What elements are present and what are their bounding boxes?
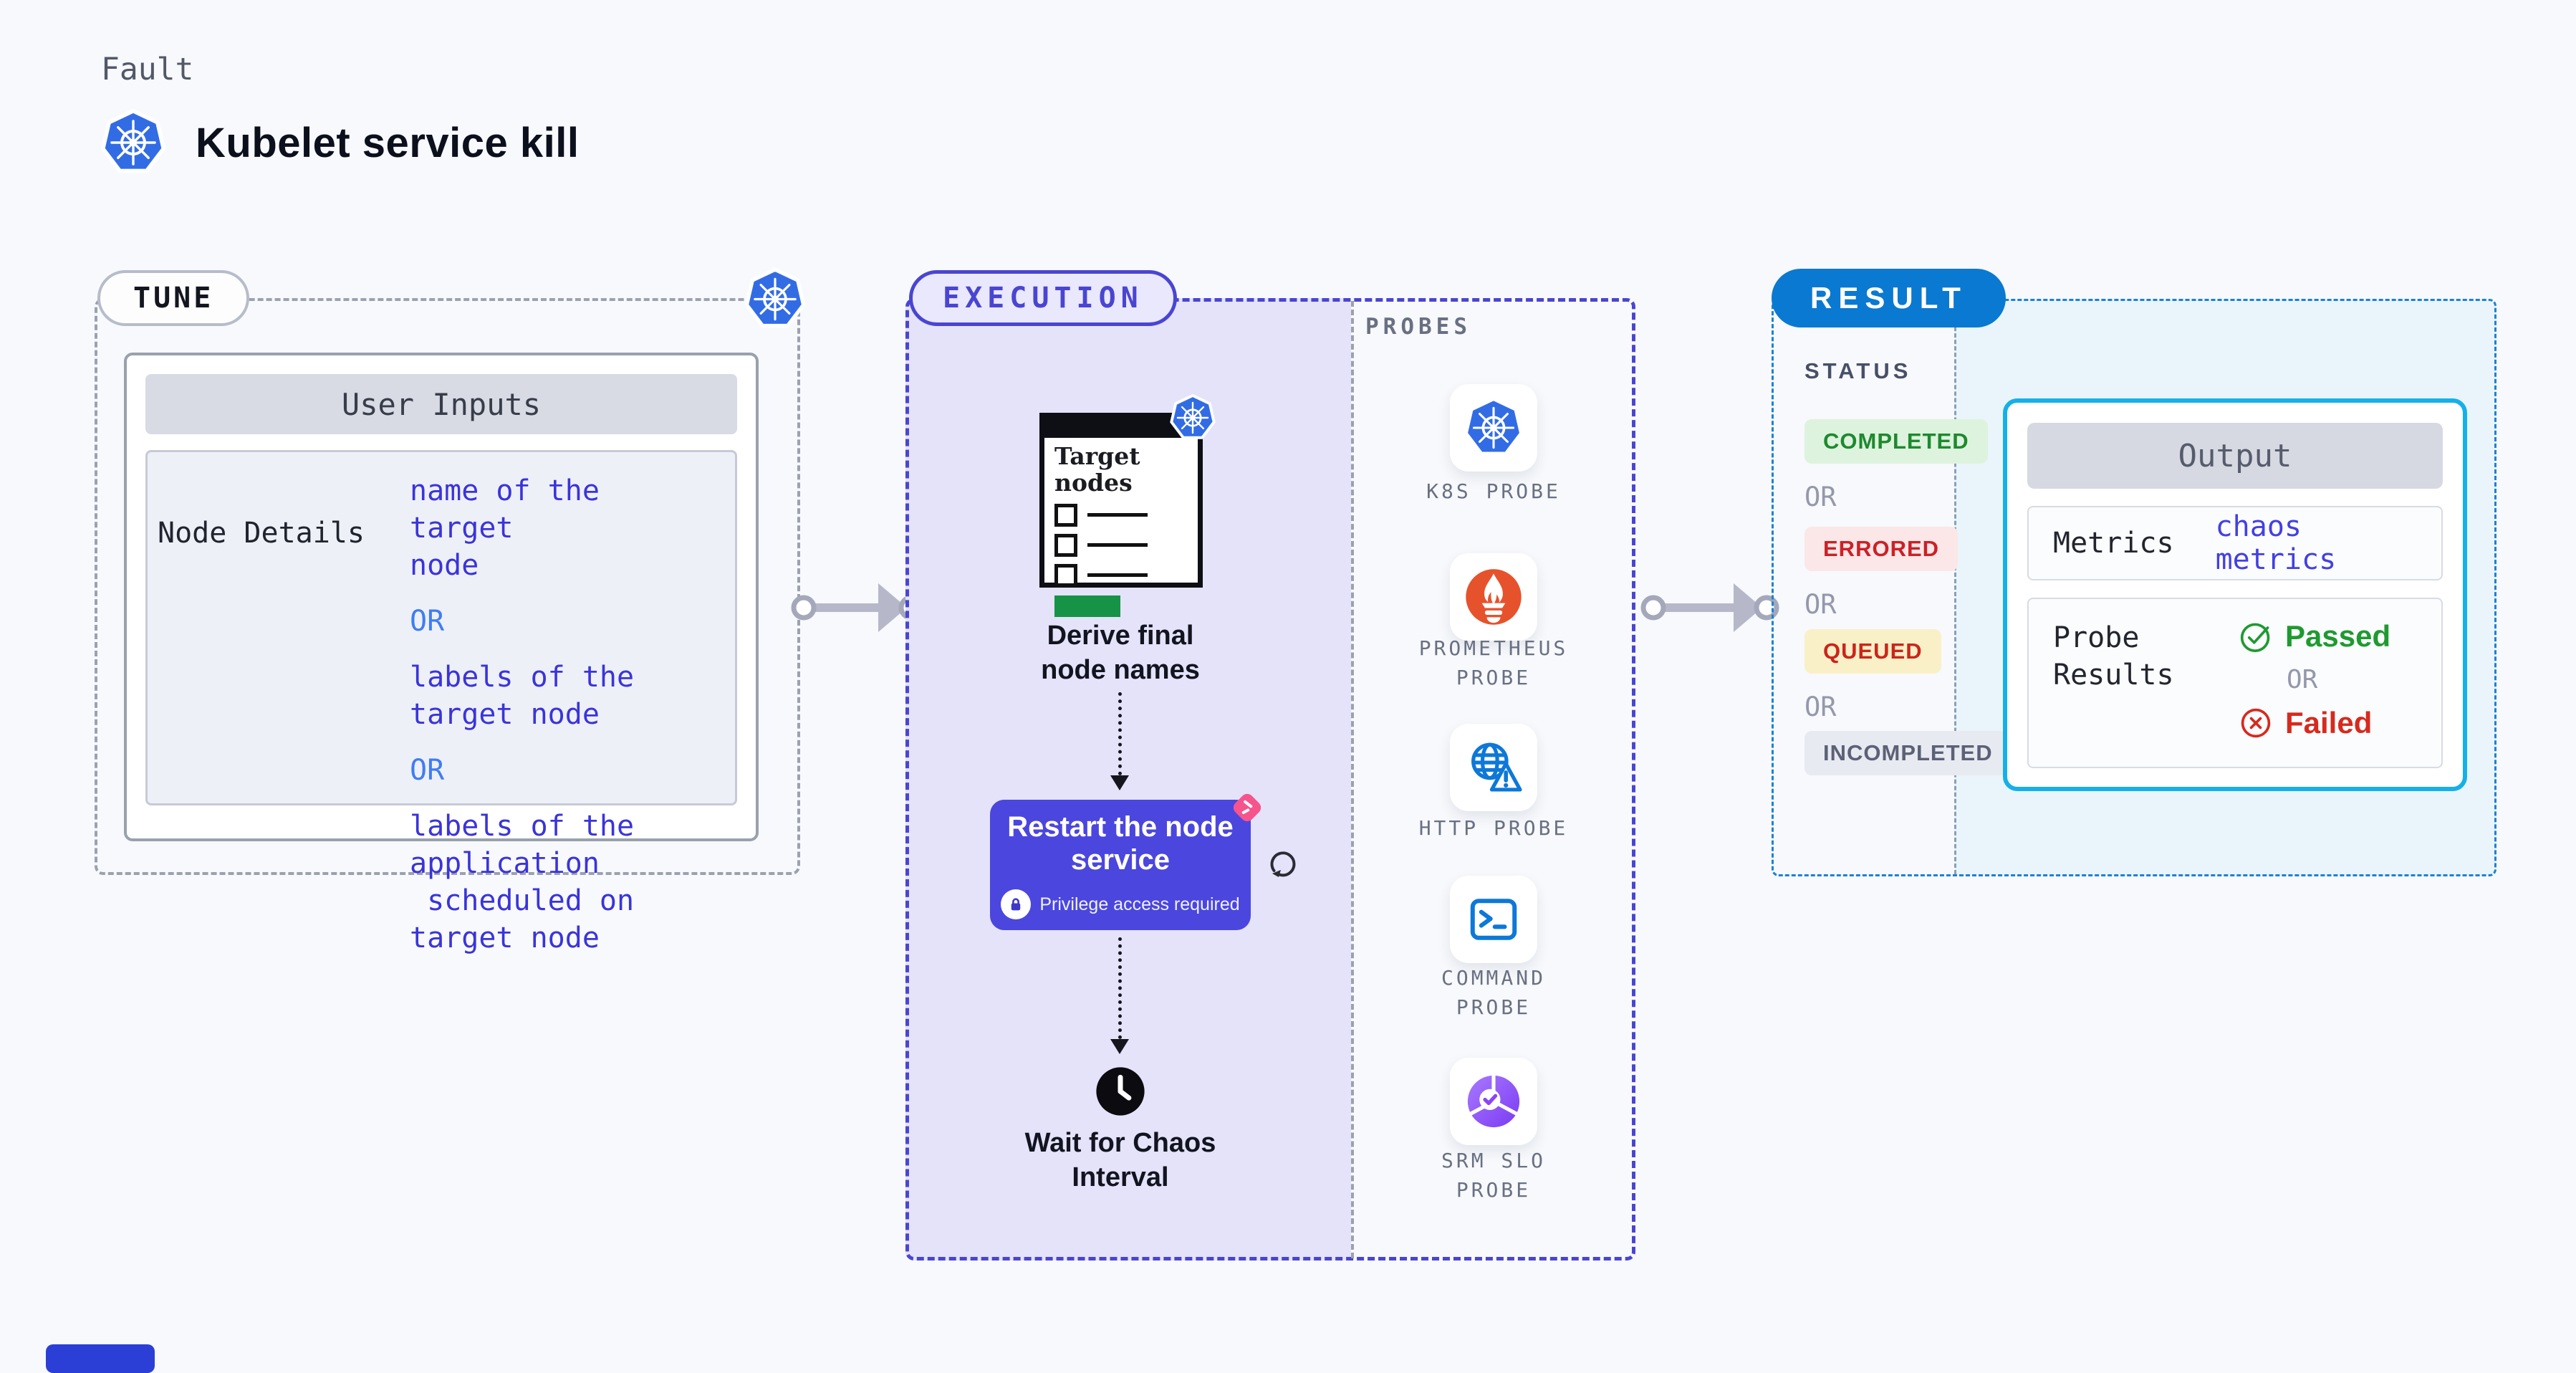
chaos-icon <box>1226 787 1268 828</box>
passed-label: Passed <box>2285 619 2391 653</box>
line <box>1087 513 1148 517</box>
tune-section <box>95 298 800 875</box>
probe-outcomes: Passed OR Failed <box>2218 619 2417 747</box>
footer-logo-partial <box>46 1344 155 1373</box>
failed-label: Failed <box>2285 706 2373 740</box>
target-nodes-title: Target nodes <box>1054 442 1140 497</box>
status-badge-errored: ERRORED <box>1804 527 1959 571</box>
or-separator: OR <box>1804 482 1837 512</box>
arrow-down-icon <box>1110 1039 1129 1054</box>
or-separator: OR <box>1804 589 1837 620</box>
tune-badge: TUNE <box>97 270 250 326</box>
wait-step-label: Wait for Chaos Interval <box>1024 1128 1216 1192</box>
target-nodes-window: Target nodes <box>1039 413 1203 617</box>
kubernetes-icon <box>1463 397 1524 459</box>
node-checkbox-row <box>1054 563 1188 587</box>
or-separator: OR <box>410 754 445 787</box>
x-circle-icon <box>2239 707 2272 740</box>
privilege-note-text: Privilege access required <box>1039 894 1240 914</box>
probe-results-row: Probe Results Passed OR Failed <box>2027 598 2443 768</box>
node-checkbox-row <box>1054 533 1188 557</box>
probes-divider <box>1351 301 1354 1258</box>
flow-connector <box>1118 937 1122 1039</box>
derive-step-label: Derive final node names <box>1041 621 1200 685</box>
checkbox-icon <box>1054 563 1077 587</box>
probe-label: COMMAND PROBE <box>1441 966 1546 1019</box>
result-divider <box>1954 301 1956 874</box>
user-inputs-header: User Inputs <box>145 374 737 434</box>
execution-section <box>905 298 1635 1260</box>
arrow-down-icon <box>1110 775 1129 790</box>
prometheus-probe-card <box>1450 553 1537 641</box>
command-probe-card <box>1450 876 1537 963</box>
checkbox-icon <box>1054 533 1077 557</box>
line <box>1087 543 1148 547</box>
http-probe-card <box>1450 724 1537 811</box>
check-circle-icon <box>2239 620 2272 653</box>
prometheus-icon <box>1463 566 1524 628</box>
restart-node-service-card: Restart the node service Privilege acces… <box>990 800 1251 930</box>
or-separator: OR <box>410 605 445 638</box>
terminal-icon <box>1463 889 1524 950</box>
probes-panel-label: PROBES <box>1365 314 1471 340</box>
execution-badge: EXECUTION <box>909 270 1177 326</box>
node-checkbox-row <box>1054 503 1188 527</box>
probe-label: HTTP PROBE <box>1418 816 1569 840</box>
status-badge-incompleted: INCOMPLETED <box>1804 731 2012 775</box>
flow-arrow <box>1640 583 1779 632</box>
or-separator: OR <box>1804 692 1837 722</box>
status-badge-queued: QUEUED <box>1804 629 1941 674</box>
line <box>1087 573 1148 578</box>
result-section <box>1772 299 2496 876</box>
metrics-label: Metrics <box>2053 527 2174 560</box>
status-badge-completed: COMPLETED <box>1804 419 1988 464</box>
input-value: labels of the application scheduled on t… <box>410 810 635 955</box>
metrics-value: chaos metrics <box>2215 510 2337 576</box>
input-value: labels of the target node <box>410 661 635 731</box>
fault-kind-label: Fault <box>101 52 194 87</box>
output-header: Output <box>2027 423 2443 489</box>
probe-label: SRM SLO PROBE <box>1441 1149 1546 1202</box>
checkbox-icon <box>1054 503 1077 527</box>
user-inputs-table: Node Details name of the target node OR … <box>145 450 737 955</box>
status-column-label: STATUS <box>1804 358 1912 383</box>
or-separator: OR <box>2287 665 2318 694</box>
window-body: Target nodes <box>1044 438 1198 623</box>
clock-icon <box>1095 1066 1145 1116</box>
probe-label: K8S PROBE <box>1426 479 1561 503</box>
confirm-button-shape <box>1054 595 1120 617</box>
srm-slo-probe-card <box>1450 1058 1537 1145</box>
privilege-note: Privilege access required <box>1001 889 1240 919</box>
restart-card-title: Restart the node service <box>1007 811 1234 876</box>
probe-label: PROMETHEUS PROBE <box>1418 636 1569 689</box>
lock-icon <box>1001 889 1032 919</box>
kubernetes-icon <box>1169 393 1216 442</box>
metrics-row: Metrics chaos metrics <box>2027 506 2443 580</box>
page-title: Kubelet service kill <box>196 119 580 166</box>
flow-connector <box>1118 692 1122 775</box>
node-details-label: Node Details <box>158 517 365 550</box>
retry-loop-icon <box>1265 847 1301 883</box>
failed-outcome: Failed <box>2239 706 2417 740</box>
output-card: Output Metrics chaos metrics Probe Resul… <box>2003 398 2467 791</box>
page-header: Kubelet service kill <box>100 107 579 178</box>
kubernetes-icon <box>100 107 167 178</box>
k8s-probe-card <box>1450 384 1537 472</box>
globe-warning-icon <box>1463 737 1524 798</box>
passed-outcome: Passed <box>2239 619 2417 654</box>
input-value: name of the target node <box>410 474 600 582</box>
kubernetes-icon <box>744 267 807 332</box>
node-details-values: name of the target node OR labels of the… <box>410 472 718 955</box>
user-inputs-card: User Inputs Node Details name of the tar… <box>124 353 759 955</box>
slo-pie-check-icon <box>1463 1071 1524 1132</box>
probe-results-label: Probe Results <box>2053 621 2174 692</box>
result-badge: RESULT <box>1772 269 2006 327</box>
